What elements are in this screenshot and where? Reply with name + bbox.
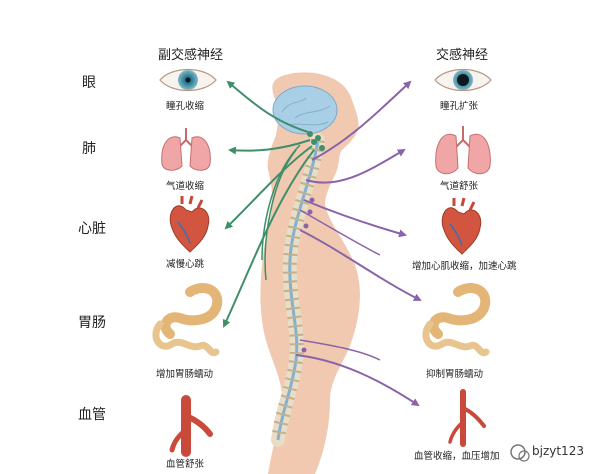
symp-nerve-branch-2 xyxy=(299,339,381,361)
symp-ganglion xyxy=(309,197,315,203)
brain xyxy=(272,85,338,135)
symp-effect-eye: 瞳孔扩张 xyxy=(440,101,479,112)
para-ganglion xyxy=(307,131,313,137)
lungs-constricted-icon xyxy=(161,128,211,171)
symp-arrow-heart xyxy=(303,199,407,238)
symp-arrow-vessel xyxy=(295,354,420,407)
symp-ganglion xyxy=(301,347,307,353)
para-ganglion xyxy=(315,135,321,141)
brain-folds xyxy=(281,97,331,126)
spine xyxy=(271,133,325,447)
sympathetic-nerves xyxy=(295,80,422,407)
para-arrow-eye xyxy=(226,80,309,133)
symp-arrow-lung xyxy=(305,148,406,184)
para-effect-eye: 瞳孔收缩 xyxy=(166,101,205,112)
symp-effect-heart: 增加心肌收缩，加速心跳 xyxy=(412,261,517,272)
organ-label-heart: 心脏 xyxy=(78,221,106,237)
heart-icon-left xyxy=(169,195,210,253)
brain-shape xyxy=(272,85,338,135)
gut-icon-left xyxy=(152,283,223,357)
body-silhouette xyxy=(260,72,360,474)
para-arrow-lung xyxy=(228,139,311,155)
para-effect-vessel: 血管舒张 xyxy=(166,459,205,470)
symp-ganglion xyxy=(303,223,309,229)
heart-icon-right xyxy=(441,197,482,255)
blood-vessel-dilated-icon xyxy=(169,395,213,457)
symp-effect-lung: 气道舒张 xyxy=(440,181,479,192)
eye-dilated-icon xyxy=(434,69,492,91)
symp-effect-gut: 抑制胃肠蠕动 xyxy=(426,369,484,380)
spinal-cord xyxy=(276,139,320,441)
eye-constricted-icon xyxy=(159,69,217,91)
organ-label-lung: 肺 xyxy=(82,141,96,157)
sympathetic-header: 交感神经 xyxy=(436,48,489,63)
organ-label-eye: 眼 xyxy=(82,75,96,91)
lungs-dilated-icon xyxy=(435,126,491,175)
wechat-watermark-icon xyxy=(510,444,530,462)
symp-effect-vessel: 血管收缩，血压增加 xyxy=(414,451,500,462)
watermark-text: bjzyt123 xyxy=(532,444,584,458)
organ-label-gut: 胃肠 xyxy=(78,315,106,331)
symp-arrow-gut xyxy=(299,229,422,301)
symp-ganglion xyxy=(307,209,313,215)
gut-icon-right xyxy=(422,283,491,357)
symp-arrow-eye xyxy=(311,80,412,161)
para-ganglion xyxy=(311,139,317,145)
para-effect-gut: 增加胃肠蠕动 xyxy=(156,369,214,380)
parasympathetic-header: 副交感神经 xyxy=(158,48,224,63)
para-arrow-heart xyxy=(224,145,313,230)
organ-label-vessel: 血管 xyxy=(78,407,106,423)
symp-nerve-branch xyxy=(299,209,381,256)
blood-vessel-constricted-icon xyxy=(448,389,486,447)
para-effect-lung: 气道收缩 xyxy=(166,181,205,192)
para-nerve-branch-2 xyxy=(264,149,297,281)
para-effect-heart: 减慢心跳 xyxy=(166,259,205,270)
parasympathetic-nerves xyxy=(222,80,325,328)
body-shape xyxy=(260,72,360,474)
para-ganglion xyxy=(319,145,325,151)
